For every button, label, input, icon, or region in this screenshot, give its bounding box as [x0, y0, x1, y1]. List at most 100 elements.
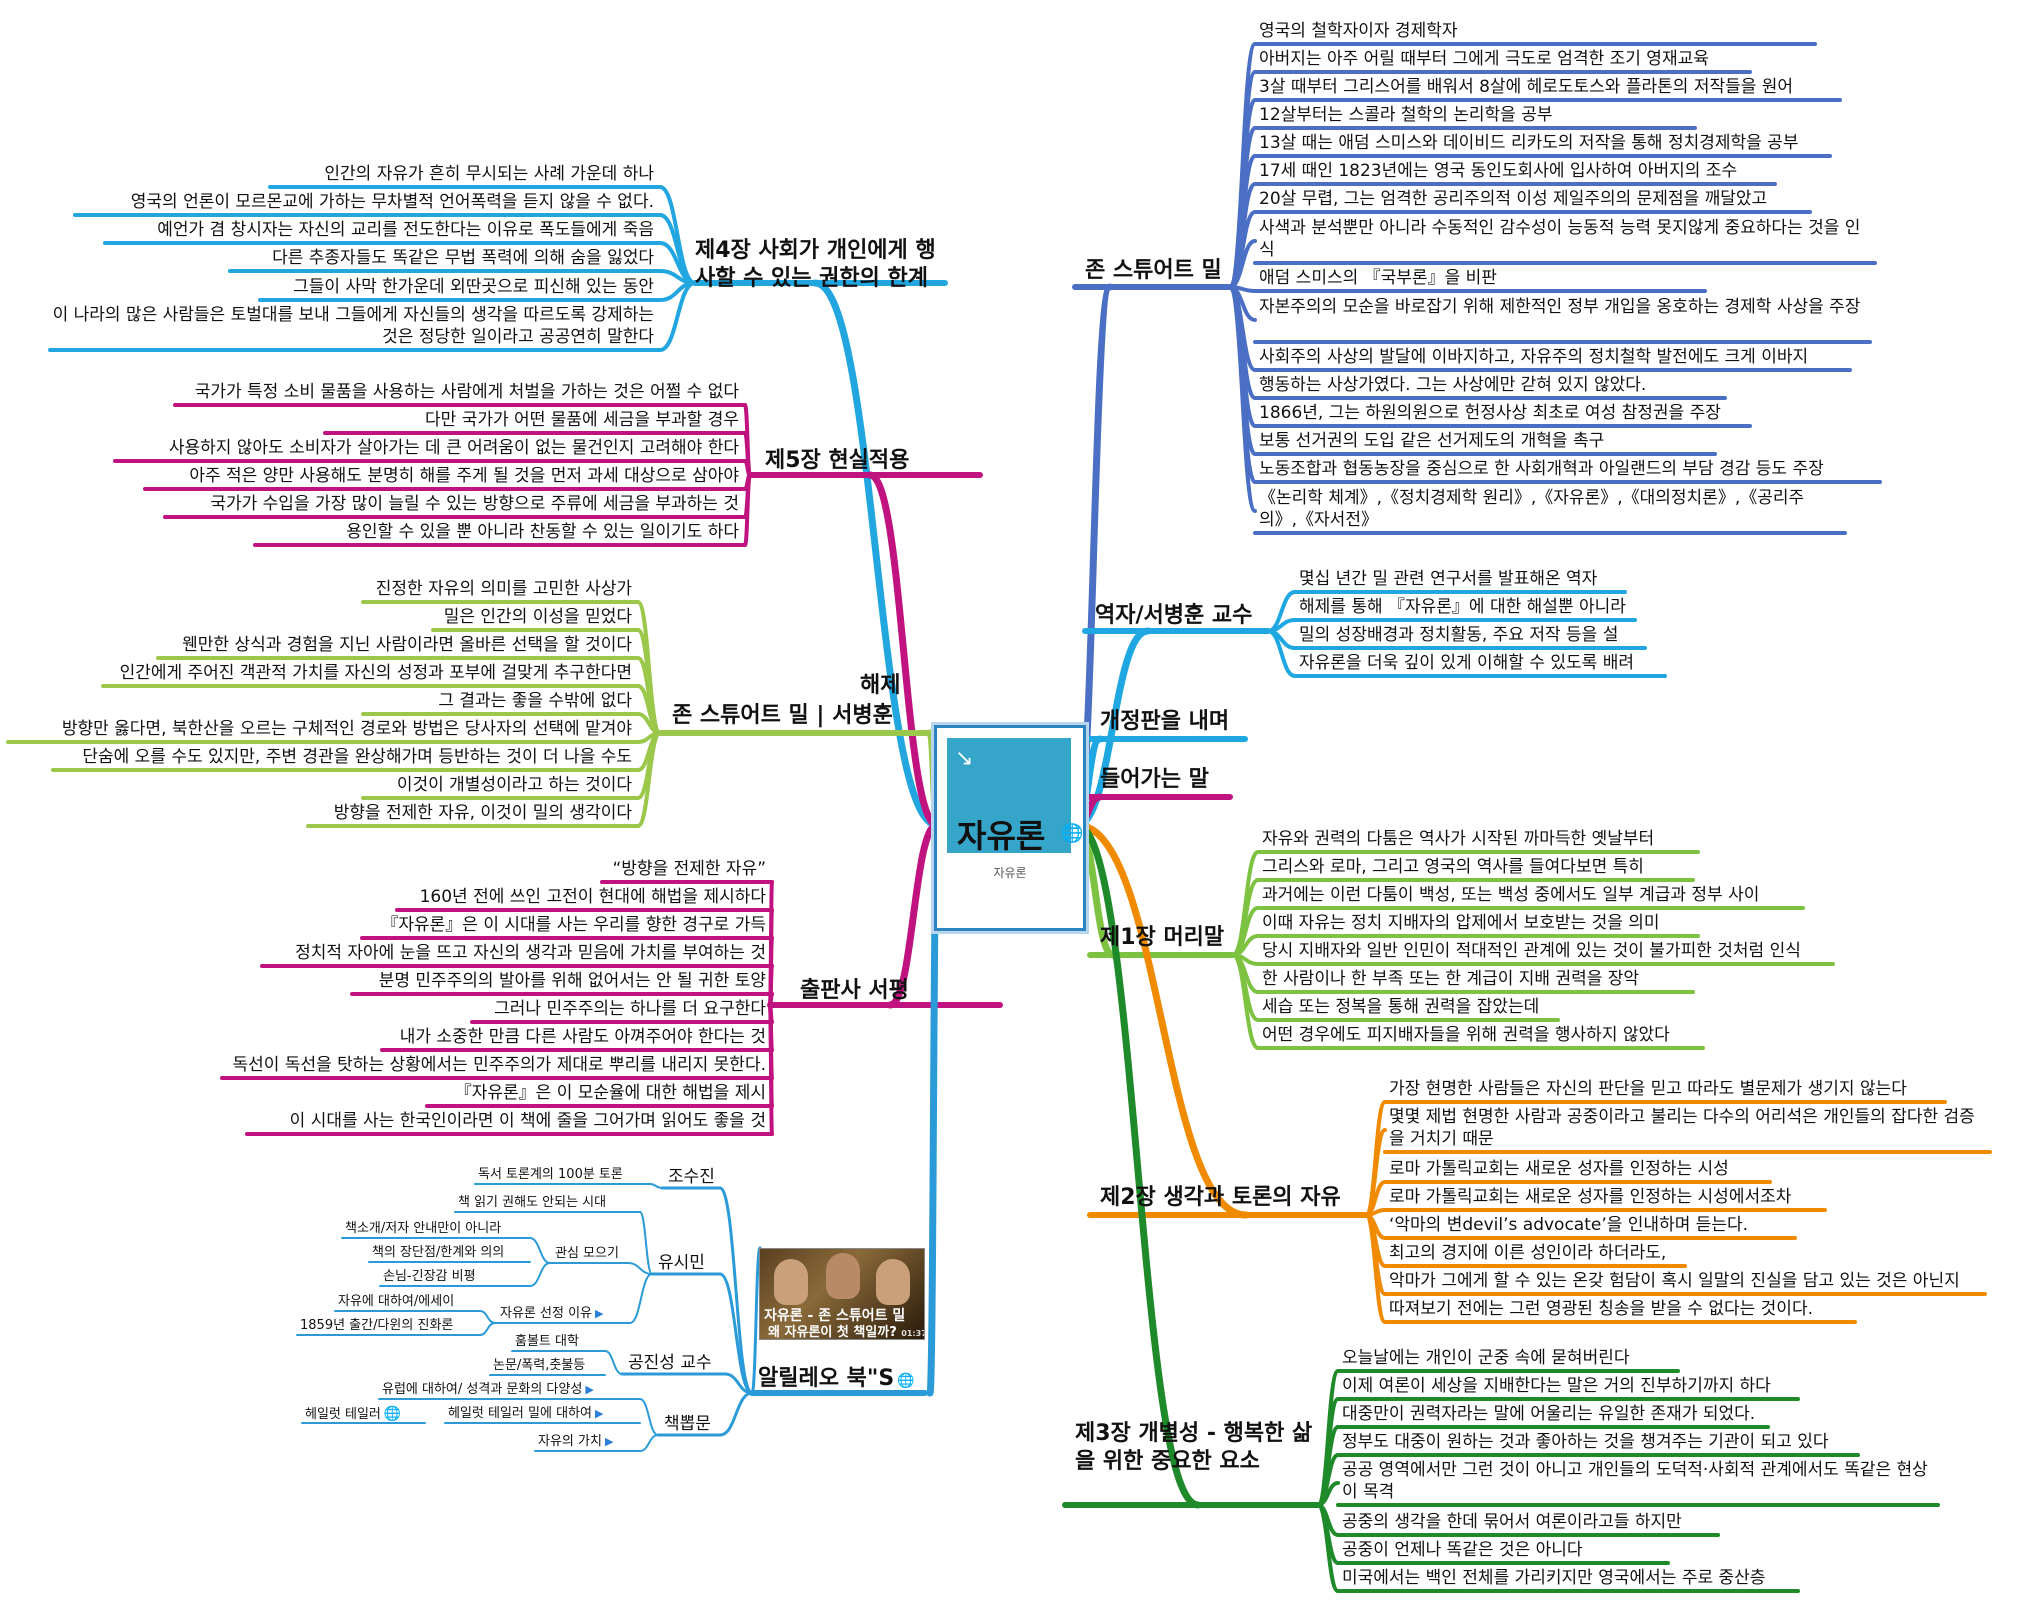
leaf-mill[interactable]: 영국의 철학자이자 경제학자 [1259, 20, 1458, 42]
leaf-ch1[interactable]: 세습 또는 정복을 통해 권력을 잡았는데 [1262, 996, 1539, 1018]
leaf-mill[interactable]: 보통 선거권의 도입 같은 선거제도의 개혁을 촉구 [1259, 430, 1604, 452]
branch-commentary-title[interactable]: 해제 [860, 672, 900, 700]
leaf-publisher[interactable]: 내가 소중한 만큼 다른 사람도 아껴주어야 한다는 것 [382, 1026, 766, 1048]
leaf-ch5[interactable]: 국가가 특정 소비 물품을 사용하는 사람에게 처벌을 가하는 것은 어쩔 수 … [175, 381, 739, 403]
leaf-commentary[interactable]: 진정한 자유의 의미를 고민한 사상가 [363, 578, 632, 600]
leaf-allireo[interactable]: 유럽에 대하여/ 성격과 문화의 다양성▶ [382, 1382, 594, 1398]
leaf-commentary[interactable]: 그 결과는 좋을 수밖에 없다 [363, 690, 632, 712]
leaf-allireo[interactable]: 훔볼트 대학 [515, 1334, 579, 1350]
branch-translator[interactable]: 역자/서병훈 교수 [1095, 602, 1252, 630]
leaf-commentary[interactable]: 방향만 옳다면, 북한산을 오르는 구체적인 경로와 방법은 당사자의 선택에 … [8, 718, 632, 740]
leaf-allireo[interactable]: 책의 장단점/한계와 의의 [372, 1245, 504, 1261]
person-yusimin[interactable]: 유시민 [658, 1252, 705, 1274]
leaf-allireo[interactable]: 1859년 출간/다윈의 진화론 [300, 1318, 453, 1334]
leaf-publisher[interactable]: 분명 민주주의의 발아를 위해 없어서는 안 될 귀한 토양 [352, 970, 766, 992]
leaf-ch3[interactable]: 공중의 생각을 한데 묶어서 여론이라고들 하지만 [1342, 1511, 1682, 1533]
leaf-ch1[interactable]: 이때 자유는 정치 지배자의 압제에서 보호받는 것을 의미 [1262, 912, 1660, 934]
leaf-ch5[interactable]: 사용하지 않아도 소비자가 살아가는 데 큰 어려움이 없는 물건인지 고려해야… [115, 437, 739, 459]
leaf-publisher[interactable]: 『자유론』은 이 시대를 사는 우리를 향한 경구로 가득 [362, 914, 766, 936]
leaf-allireo[interactable]: 헤일럿 테일러 밀에 대하여▶ [448, 1406, 603, 1422]
branch-ch4[interactable]: 제4장 사회가 개인에게 행사할 수 있는 권한의 한계 [695, 237, 945, 293]
leaf-ch4[interactable]: 다른 추종자들도 똑같은 무법 폭력에 의해 숨을 잃었다 [230, 247, 654, 269]
video-thumbnail[interactable]: 자유론 - 존 스튜어트 밀 왜 자유론이 첫 책일까? 01:37 [759, 1248, 925, 1340]
group-reason[interactable]: 자유론 선정 이유▶ [500, 1306, 603, 1322]
leaf-mill[interactable]: 사색과 분석뿐만 아니라 수동적인 감수성이 능동적 능력 못지않게 중요하다는… [1259, 217, 1869, 261]
leaf-mill[interactable]: 17세 때인 1823년에는 영국 동인도회사에 입사하여 아버지의 조수 [1259, 160, 1737, 182]
leaf-ch1[interactable]: 당시 지배자와 일반 인민이 적대적인 관계에 있는 것이 불가피한 것처럼 인… [1262, 940, 1801, 962]
leaf-ch1[interactable]: 자유와 권력의 다툼은 역사가 시작된 까마득한 옛날부터 [1262, 828, 1654, 850]
leaf-translator[interactable]: 밀의 성장배경과 정치활동, 주요 저작 등을 설 [1299, 624, 1618, 646]
leaf-ch1[interactable]: 그리스와 로마, 그리고 영국의 역사를 들여다보면 특히 [1262, 856, 1644, 878]
leaf-ch5[interactable]: 다만 국가가 어떤 물품에 세금을 부과할 경우 [325, 409, 739, 431]
leaf-publisher[interactable]: 그러나 민주주의는 하나를 더 요구한다 [472, 998, 766, 1020]
central-topic-book[interactable]: ↘ 자유론 🌐 자유론 [934, 725, 1086, 931]
leaf-publisher[interactable]: “방향을 전제한 자유” [602, 858, 766, 880]
leaf-allireo[interactable]: 책소개/저자 안내만이 아니라 [345, 1221, 501, 1237]
leaf-ch2[interactable]: 로마 가톨릭교회는 새로운 성자를 인정하는 시성에서조차 [1389, 1186, 1791, 1208]
leaf-allireo[interactable]: 논문/폭력,춧불등 [493, 1358, 585, 1374]
branch-ch2[interactable]: 제2장 생각과 토론의 자유 [1100, 1184, 1341, 1212]
leaf-mill[interactable]: 아버지는 아주 어릴 때부터 그에게 극도로 엄격한 조기 영재교육 [1259, 48, 1709, 70]
arrow-link-icon[interactable]: ▶ [595, 1307, 604, 1320]
globe-icon[interactable]: 🌐 [1061, 823, 1084, 844]
leaf-ch3[interactable]: 미국에서는 백인 전체를 가리키지만 영국에서는 주로 중산층 [1342, 1567, 1765, 1589]
branch-commentary[interactable]: 존 스튜어트 밀 | 서병훈 [672, 702, 893, 730]
leaf-ch4[interactable]: 인간의 자유가 흔히 무시되는 사례 가운데 하나 [270, 163, 654, 185]
leaf-allireo[interactable]: 자유의 가치▶ [538, 1434, 613, 1450]
globe-icon[interactable]: 🌐 [383, 1406, 402, 1422]
leaf-allireo[interactable]: 자유에 대하여/에세이 [338, 1294, 454, 1310]
leaf-publisher[interactable]: 『자유론』은 이 모순율에 대한 해법을 제시 [427, 1082, 766, 1104]
leaf-ch3[interactable]: 정부도 대중이 원하는 것과 좋아하는 것을 챙겨주는 기관이 되고 있다 [1342, 1431, 1829, 1453]
leaf-ch2[interactable]: 최고의 경지에 이른 성인이라 하더라도, [1389, 1242, 1666, 1264]
leaf-ch3[interactable]: 대중만이 권력자라는 말에 어울리는 유일한 존재가 되었다. [1342, 1403, 1755, 1425]
leaf-publisher[interactable]: 이 시대를 사는 한국인이라면 이 책에 줄을 그어가며 읽어도 좋을 것 [247, 1110, 766, 1132]
leaf-commentary[interactable]: 웬만한 상식과 경험을 지닌 사람이라면 올바른 선택을 할 것이다 [158, 634, 632, 656]
leaf-ch2[interactable]: 따져보기 전에는 그런 영광된 칭송을 받을 수 없다는 것이다. [1389, 1298, 1813, 1320]
leaf-ch2[interactable]: 가장 현명한 사람들은 자신의 판단을 믿고 따라도 별문제가 생기지 않는다 [1389, 1078, 1907, 1100]
leaf-ch2[interactable]: 몇몇 제법 현명한 사람과 공중이라고 불리는 다수의 어리석은 개인들의 잡다… [1389, 1106, 1984, 1150]
leaf-ch2[interactable]: 로마 가톨릭교회는 새로운 성자를 인정하는 시성 [1389, 1158, 1729, 1180]
leaf-allireo[interactable]: 손님-긴장감 비평 [383, 1269, 476, 1285]
leaf-mill[interactable]: 사회주의 사상의 발달에 이바지하고, 자유주의 정치철학 발전에도 크게 이바… [1259, 346, 1808, 368]
leaf-publisher[interactable]: 정치적 자아에 눈을 뜨고 자신의 생각과 믿음에 가치를 부여하는 것 [262, 942, 766, 964]
group-interest[interactable]: 관심 모으기 [555, 1246, 619, 1262]
leaf-ch4[interactable]: 영국의 언론이 모르몬교에 가하는 무차별적 언어폭력을 듣지 않을 수 없다. [75, 191, 654, 213]
leaf-ch1[interactable]: 한 사람이나 한 부족 또는 한 계급이 지배 권력을 장악 [1262, 968, 1639, 990]
leaf-ch3[interactable]: 공공 영역에서만 그런 것이 아니고 개인들의 도덕적·사회적 관계에서도 똑같… [1342, 1459, 1932, 1503]
leaf-commentary[interactable]: 이것이 개별성이라고 하는 것이다 [363, 774, 632, 796]
leaf-allireo-extra[interactable]: 헤일럿 테일러🌐 [305, 1406, 401, 1423]
leaf-ch3[interactable]: 오늘날에는 개인이 군중 속에 묻혀버린다 [1342, 1347, 1630, 1369]
leaf-mill[interactable]: 3살 때부터 그리스어를 배워서 8살에 헤로도토스와 플라톤의 저작들을 원어 [1259, 76, 1793, 98]
leaf-translator[interactable]: 자유론을 더욱 깊이 있게 이해할 수 있도록 배려 [1299, 652, 1634, 674]
leaf-mill[interactable]: 1866년, 그는 하원의원으로 헌정사상 최초로 여성 참정권을 주장 [1259, 402, 1721, 424]
leaf-translator[interactable]: 해제를 통해 『자유론』에 대한 해설뿐 아니라 [1299, 596, 1626, 618]
leaf-mill[interactable]: 애덤 스미스의 『국부론』을 비판 [1259, 267, 1497, 289]
branch-ch3[interactable]: 제3장 개별성 - 행복한 삶을 위한 중요한 요소 [1075, 1420, 1315, 1476]
leaf-ch4[interactable]: 그들이 사막 한가운데 외딴곳으로 피신해 있는 동안 [260, 276, 654, 298]
branch-publisher[interactable]: 출판사 서평 [800, 977, 909, 1005]
leaf-ch4[interactable]: 예언가 겸 창시자는 자신의 교리를 전도한다는 이유로 폭도들에게 죽음 [105, 219, 654, 241]
person-gongjinseong[interactable]: 공진성 교수 [628, 1352, 712, 1374]
leaf-ch2[interactable]: ‘악마의 변devil’s advocate’을 인내하며 듣는다. [1389, 1214, 1748, 1236]
person-josujin[interactable]: 조수진 [668, 1166, 715, 1188]
leaf-mill[interactable]: 12살부터는 스콜라 철학의 논리학을 공부 [1259, 104, 1553, 126]
arrow-link-icon[interactable]: ▶ [594, 1407, 604, 1420]
leaf-publisher[interactable]: 독선이 독선을 탓하는 상황에서는 민주주의가 제대로 뿌리를 내리지 못한다. [222, 1054, 766, 1076]
branch-mill[interactable]: 존 스튜어트 밀 [1085, 257, 1222, 285]
leaf-ch1[interactable]: 과거에는 이런 다툼이 백성, 또는 백성 중에서도 일부 계급과 정부 사이 [1262, 884, 1759, 906]
branch-ch5[interactable]: 제5장 현실적용 [765, 447, 909, 475]
leaf-ch5[interactable]: 아주 적은 양만 사용해도 분명히 해를 주게 될 것을 먼저 과세 대상으로 … [145, 465, 739, 487]
leaf-translator[interactable]: 몇십 년간 밀 관련 연구서를 발표해온 역자 [1299, 568, 1597, 590]
leaf-ch5[interactable]: 국가가 수입을 가장 많이 늘릴 수 있는 방향으로 주류에 세금을 부과하는 … [165, 493, 739, 515]
leaf-ch5[interactable]: 용인할 수 있을 뿐 아니라 찬동할 수 있는 일이기도 하다 [255, 521, 739, 543]
leaf-allireo[interactable]: 책 읽기 권해도 안되는 시대 [458, 1195, 606, 1211]
leaf-mill[interactable]: 20살 무렵, 그는 엄격한 공리주의적 이성 제일주의의 문제점을 깨달았고 [1259, 188, 1767, 210]
leaf-mill[interactable]: 노동조합과 협동농장을 중심으로 한 사회개혁과 아일랜드의 부담 경감 등도 … [1259, 458, 1824, 480]
leaf-mill[interactable]: 행동하는 사상가였다. 그는 사상에만 갇혀 있지 않았다. [1259, 374, 1646, 396]
leaf-mill[interactable]: 13살 때는 애덤 스미스와 데이비드 리카도의 저작을 통해 정치경제학을 공… [1259, 132, 1798, 154]
leaf-publisher[interactable]: 160년 전에 쓰인 고전이 현대에 해법을 제시하다 [397, 886, 766, 908]
leaf-mill[interactable]: 자본주의의 모순을 바로잡기 위해 제한적인 정부 개입을 옹호하는 경제학 사… [1259, 296, 1864, 318]
leaf-commentary[interactable]: 밀은 인간의 이성을 믿었다 [433, 606, 632, 628]
leaf-allireo[interactable]: 독서 토론계의 100분 토론 [478, 1167, 623, 1183]
leaf-mill[interactable]: 《논리학 체계》,《정치경제학 원리》,《자유론》,《대의정치론》,《공리주의》… [1259, 487, 1839, 531]
